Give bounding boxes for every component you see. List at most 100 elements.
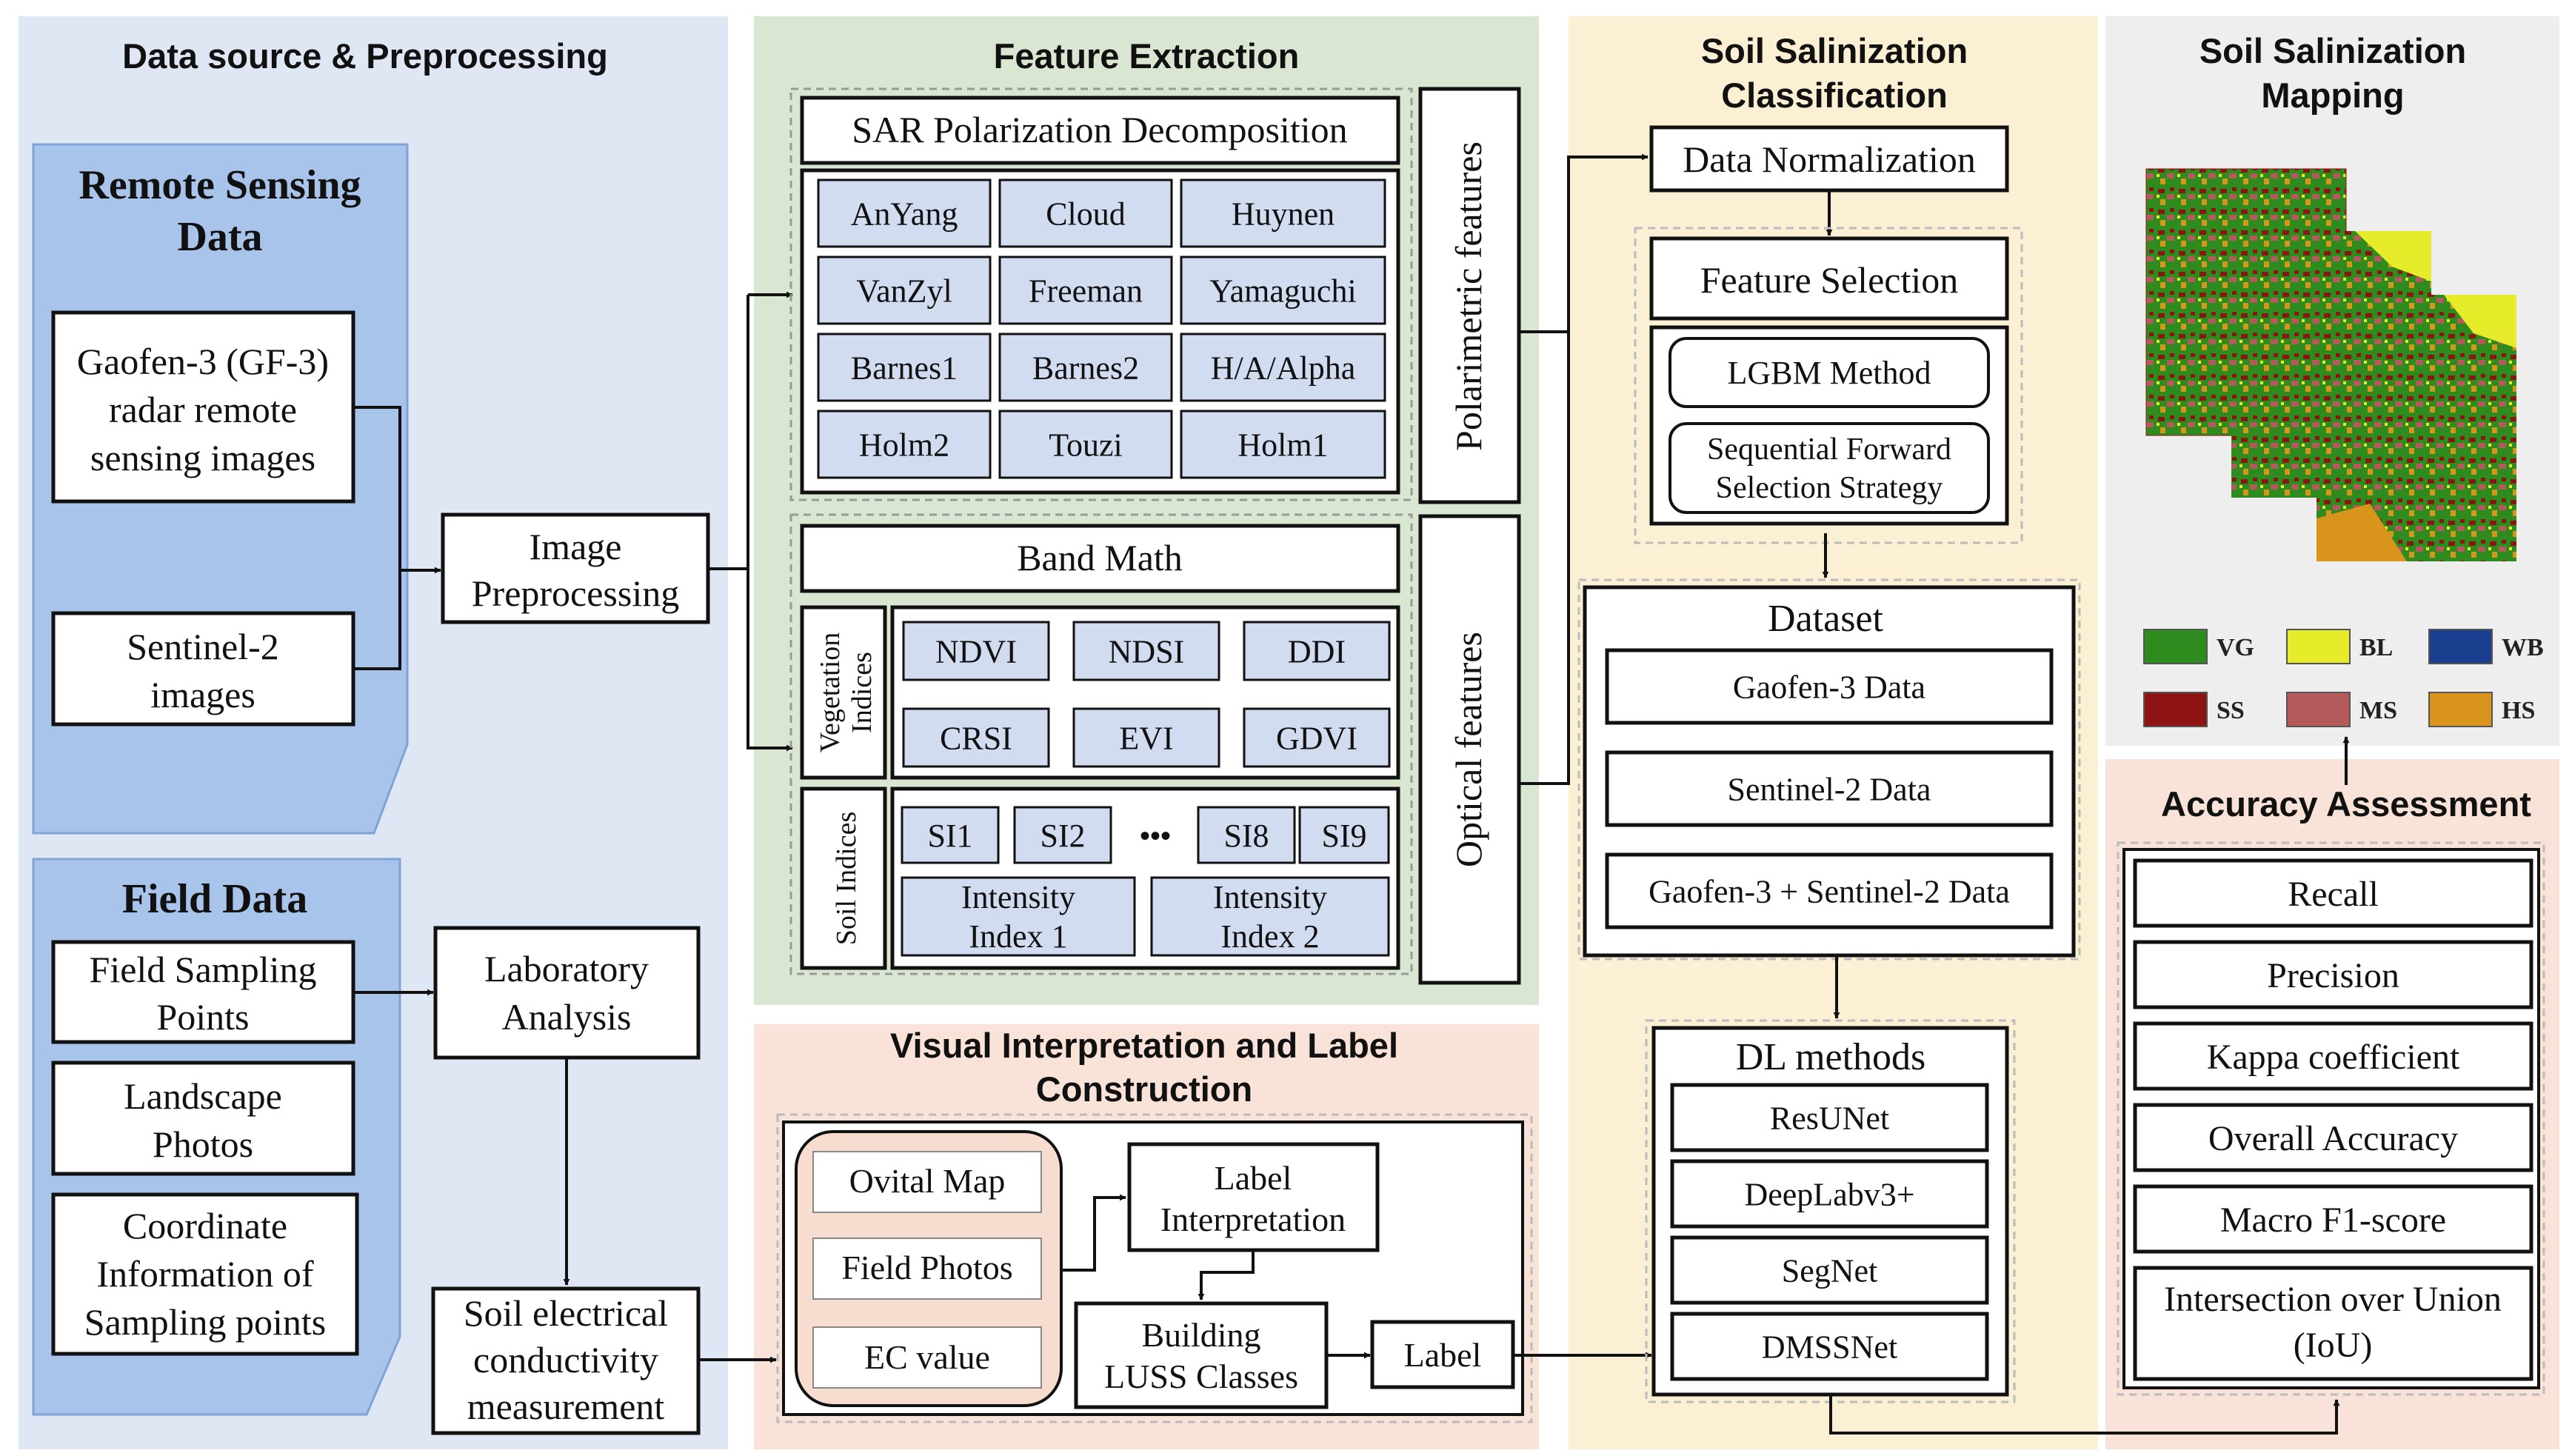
sar-method-anyang-box (817, 178, 992, 248)
vegetation-label-2: Indices (846, 652, 878, 733)
label-interpretation-line-1: Label (1215, 1159, 1292, 1197)
sar-method-holm1-box (1180, 410, 1386, 479)
dataset-sentinel-2-data-box (1605, 750, 2054, 827)
intensity-index-1-line-1: Intensity (961, 879, 1075, 915)
feature-extraction-title: Feature Extraction (994, 36, 1300, 76)
intensity-index-2-box (1150, 876, 1390, 957)
dataset-gaofen-3-sentinel-2-data: Gaofen-3 + Sentinel-2 Data (1649, 873, 2010, 909)
soil-index-si9: SI9 (1321, 818, 1366, 854)
dataset-sentinel-2-data: Sentinel-2 Data (1728, 771, 1931, 807)
coordinate-line-1: Coordinate (123, 1205, 287, 1246)
band-math-title-box (800, 524, 1400, 593)
legend-label-ss: SS (2217, 697, 2245, 724)
sar-method-vanzyl: VanZyl (856, 273, 952, 309)
iou-box (2133, 1266, 2533, 1381)
image-preprocessing-line-1: Image (530, 526, 622, 567)
lab-analysis-line-1: Laboratory (484, 948, 649, 989)
sar-method-touzi-box (998, 410, 1173, 479)
ec-line-3: measurement (467, 1386, 665, 1427)
metric-kappa-coefficient-box (2133, 1021, 2533, 1091)
image-preprocessing-line-2: Preprocessing (472, 572, 680, 614)
vegetation-label-box (800, 605, 887, 780)
sar-method-cloud: Cloud (1046, 196, 1126, 232)
feature-selection-box (1649, 236, 2009, 321)
polarimetric-to-normalization (1519, 153, 1649, 333)
sar-method-anyang: AnYang (851, 196, 958, 232)
sentinel2-line-1: Sentinel-2 (127, 626, 279, 667)
legend-swatch-ss (2143, 692, 2208, 727)
landscape-line-2: Photos (153, 1123, 253, 1165)
landscape-line-1: Landscape (124, 1075, 282, 1117)
visual-interpretation-title-1: Visual Interpretation and Label (890, 1026, 1398, 1065)
sentinel2-connector (353, 570, 401, 670)
vegetation-index-ddi: DDI (1288, 633, 1346, 669)
legend-label-wb: WB (2502, 634, 2544, 661)
label-text: Label (1404, 1336, 1482, 1374)
accuracy-dashed (2117, 841, 2545, 1396)
sar-method-h-a-alpha: H/A/Alpha (1211, 350, 1356, 386)
lgbm-box (1669, 337, 1990, 408)
sar-method-barnes1: Barnes1 (851, 350, 958, 386)
sar-method-yamaguchi-box (1180, 256, 1386, 325)
mapping-title-2: Mapping (2261, 76, 2404, 115)
dataset-gaofen-3-data: Gaofen-3 Data (1733, 669, 1925, 705)
sar-method-vanzyl-box (817, 256, 992, 325)
gf3-line-1: Gaofen-3 (GF-3) (77, 341, 329, 382)
sar-method-barnes1-box (817, 333, 992, 402)
ec-value: EC value (864, 1338, 990, 1376)
coordinate-line-2: Information of (97, 1253, 314, 1295)
image-preprocessing-box (441, 512, 710, 624)
ec-measurement-box (431, 1286, 701, 1435)
sentinel2-line-2: images (150, 674, 255, 715)
coordinate-info-box (51, 1192, 359, 1356)
sfs-box (1669, 422, 1990, 514)
coordinate-line-3: Sampling points (84, 1301, 326, 1343)
metric-macro-f1-score: Macro F1-score (2220, 1200, 2446, 1240)
soil-index-si9-box (1298, 806, 1390, 864)
sar-method-holm2-box (817, 410, 992, 479)
soil-label: Soil Indices (831, 812, 862, 945)
accuracy-title: Accuracy Assessment (2161, 784, 2531, 824)
lab-analysis-line-2: Analysis (502, 996, 632, 1038)
mapping-title-1: Soil Salinization (2199, 31, 2466, 70)
building-luss-box (1074, 1301, 1329, 1409)
vegetation-label-1: Vegetation (815, 632, 846, 753)
dl-method-resunet: ResUNet (1770, 1100, 1889, 1136)
sar-method-barnes2-box (998, 333, 1173, 402)
legend-swatch-hs (2428, 692, 2493, 727)
sar-method-holm2: Holm2 (859, 427, 949, 463)
gf3-line-3: sensing images (90, 437, 315, 478)
sfs-line-2: Selection Strategy (1716, 471, 1943, 505)
feature-selection-dashed (1634, 227, 2023, 544)
intensity-index-2-line-1: Intensity (1213, 879, 1327, 915)
metric-kappa-coefficient: Kappa coefficient (2207, 1038, 2460, 1077)
sar-dashed-group (789, 87, 1413, 501)
legend-label-bl: BL (2359, 634, 2393, 661)
soil-label-box (800, 787, 887, 970)
interpretation-to-building (1198, 1250, 1255, 1300)
to-band-math-arrow (746, 569, 793, 752)
vegetation-index-ndvi: NDVI (935, 633, 1017, 669)
classification-title-2: Classification (1721, 76, 1948, 115)
metric-precision: Precision (2267, 956, 2399, 995)
sar-method-huynen: Huynen (1232, 196, 1335, 232)
metric-precision-box (2133, 940, 2533, 1009)
landscape-photos-box (51, 1061, 355, 1176)
soil-index-si8: SI8 (1223, 818, 1269, 854)
vegetation-index-gdvi-box (1243, 707, 1391, 768)
iou-line-1: Intersection over Union (2164, 1280, 2502, 1319)
band-math-dashed-group (789, 513, 1413, 975)
vegetation-index-crsi-box (902, 707, 1050, 768)
ec-value-box (812, 1326, 1042, 1389)
vegetation-index-ddi-box (1243, 621, 1391, 681)
metric-overall-accuracy: Overall Accuracy (2208, 1119, 2458, 1158)
intensity-index-2-line-2: Index 2 (1220, 918, 1319, 955)
metric-macro-f1-score-box (2133, 1184, 2533, 1254)
dl-method-deeplabv3-box (1670, 1159, 1989, 1229)
sar-method-barnes2: Barnes2 (1032, 350, 1139, 386)
